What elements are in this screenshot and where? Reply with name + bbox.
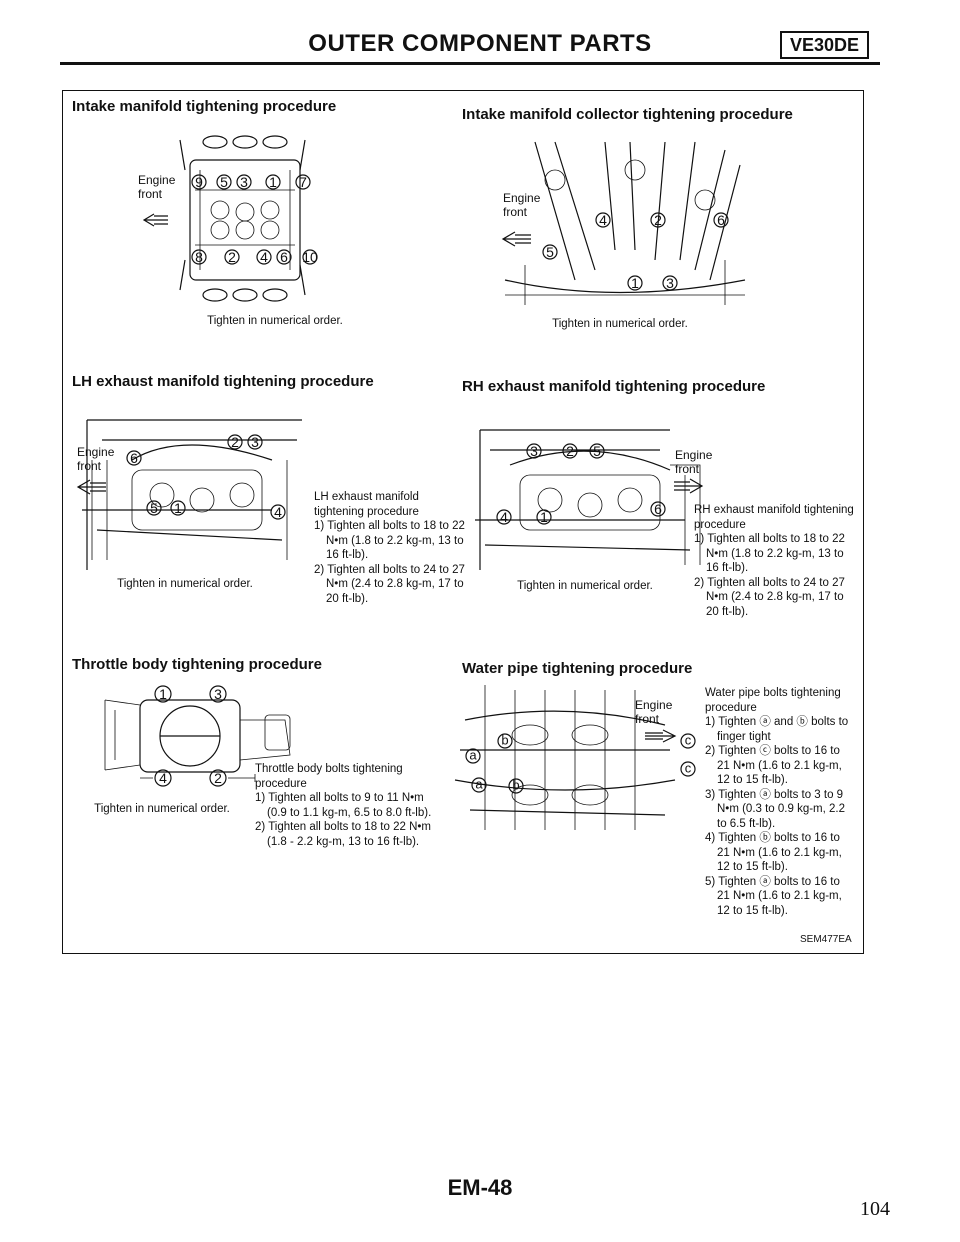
intake-bolt-10: 10 — [302, 249, 318, 265]
front-arrow-icon — [142, 213, 168, 227]
water-note-step: 3) Tighten ⓐ bolts to 3 to 9 N•m (0.3 to… — [705, 788, 846, 830]
throttle-note-step: 2) Tighten all bolts to 18 to 22 N•m (1.… — [255, 821, 431, 848]
lh-note-step: 2) Tighten all bolts to 24 to 27 N•m (2.… — [314, 563, 465, 605]
lh-bolt-5: 5 — [150, 500, 158, 516]
lh-diagram: 6 2 3 5 1 4 Engine front — [76, 419, 302, 570]
water-note-heading: Water pipe bolts tightening procedure — [705, 687, 841, 714]
collector-bolt-4: 4 — [599, 212, 607, 228]
throttle-caption: Tighten in numerical order. — [94, 803, 230, 815]
water-bolt-a: a — [475, 777, 483, 792]
front-arrow-icon — [76, 479, 106, 495]
rh-bolt-5: 5 — [593, 443, 601, 459]
lh-engine-label: Engine — [77, 445, 115, 459]
intake-bolt-9: 9 — [195, 174, 203, 190]
collector-caption: Tighten in numerical order. — [552, 318, 688, 330]
throttle-note-heading: Throttle body bolts tightening procedure — [255, 763, 403, 790]
lh-front-label: front — [77, 459, 102, 473]
water-bolt-b: b — [501, 733, 508, 748]
intake-bolt-6: 6 — [280, 249, 288, 265]
collector-bolt-5: 5 — [546, 244, 554, 260]
lh-note-heading: LH exhaust manifold tightening procedure — [314, 491, 419, 518]
model-badge: VE30DE — [780, 31, 870, 59]
water-bolt-c: c — [685, 733, 692, 748]
front-arrow-icon — [645, 729, 677, 743]
water-note-step: 1) Tighten ⓐ and ⓑ bolts to finger tight — [705, 716, 849, 743]
lh-note-step: 1) Tighten all bolts to 18 to 22 N•m (1.… — [314, 520, 465, 561]
rh-bolt-2: 2 — [566, 443, 574, 459]
rh-note-heading: RH exhaust manifold tightening procedure — [694, 504, 854, 531]
rh-bolt-4: 4 — [500, 509, 508, 525]
collector-engine-label: Engine — [503, 191, 541, 205]
rh-note: RH exhaust manifold tightening procedure… — [694, 503, 854, 619]
water-bolt-a: a — [469, 748, 477, 763]
lh-bolt-3: 3 — [251, 434, 259, 450]
lh-bolt-2: 2 — [231, 434, 239, 450]
throttle-bolt-2: 2 — [214, 770, 222, 786]
rh-bolt-1: 1 — [540, 509, 548, 525]
rh-front-label: front — [675, 462, 700, 476]
intake-front-label: front — [138, 187, 163, 201]
water-note: Water pipe bolts tightening procedure 1)… — [705, 686, 855, 918]
figure-frame — [62, 90, 864, 954]
intake-title: Intake manifold tightening procedure — [72, 98, 337, 115]
rh-caption: Tighten in numerical order. — [517, 580, 653, 592]
collector-front-label: front — [503, 205, 528, 219]
water-title: Water pipe tightening procedure — [462, 660, 693, 677]
collector-diagram: 4 2 6 5 1 3 Engine front — [501, 141, 746, 305]
intake-caption: Tighten in numerical order. — [207, 315, 343, 327]
figure-code: SEM477EA — [800, 934, 852, 945]
front-arrow-icon — [501, 231, 531, 247]
rh-bolt-6: 6 — [654, 501, 662, 517]
intake-bolt-3: 3 — [240, 174, 248, 190]
intake-diagram: 9 5 3 1 7 8 2 4 6 10 Engine front — [138, 135, 318, 302]
front-arrow-icon — [674, 478, 704, 494]
lh-title: LH exhaust manifold tightening procedure — [72, 373, 374, 390]
rh-bolt-3: 3 — [530, 443, 538, 459]
collector-bolt-6: 6 — [717, 212, 725, 228]
throttle-note-step: 1) Tighten all bolts to 9 to 11 N•m (0.9… — [255, 792, 432, 819]
header-rule — [60, 62, 880, 65]
rh-engine-label: Engine — [675, 448, 713, 462]
collector-bolt-3: 3 — [666, 275, 674, 291]
water-bolt-c: c — [685, 761, 692, 776]
collector-bolt-1: 1 — [631, 275, 639, 291]
water-note-step: 4) Tighten ⓑ bolts to 16 to 21 N•m (1.6 … — [705, 832, 842, 873]
throttle-title: Throttle body tightening procedure — [72, 656, 322, 673]
water-diagram: b a a b c c Engine front — [454, 685, 696, 830]
intake-bolt-2: 2 — [228, 249, 236, 265]
collector-title: Intake manifold collector tightening pro… — [462, 106, 793, 123]
intake-bolt-8: 8 — [195, 249, 203, 265]
page-title: OUTER COMPONENT PARTS — [308, 30, 652, 57]
throttle-bolt-3: 3 — [214, 686, 222, 702]
lh-caption: Tighten in numerical order. — [117, 578, 253, 590]
page-code: EM-48 — [447, 1175, 513, 1200]
water-note-step: 5) Tighten ⓐ bolts to 16 to 21 N•m (1.6 … — [705, 875, 842, 917]
intake-bolt-7: 7 — [299, 174, 307, 190]
rh-note-step: 1) Tighten all bolts to 18 to 22 N•m (1.… — [694, 533, 845, 574]
water-bolt-b: b — [512, 778, 519, 793]
lh-bolt-4: 4 — [274, 504, 282, 520]
water-front-label: front — [635, 712, 660, 726]
intake-engine-label: Engine — [138, 173, 176, 187]
rh-note-step: 2) Tighten all bolts to 24 to 27 N•m (2.… — [694, 576, 845, 618]
lh-note: LH exhaust manifold tightening procedure… — [314, 490, 469, 606]
throttle-note: Throttle body bolts tightening procedure… — [255, 762, 435, 849]
intake-bolt-5: 5 — [220, 174, 228, 190]
throttle-bolt-1: 1 — [159, 686, 167, 702]
rh-title: RH exhaust manifold tightening procedure — [462, 378, 766, 395]
rh-diagram: 3 2 5 4 1 6 Engine front — [475, 429, 713, 570]
collector-bolt-2: 2 — [654, 212, 662, 228]
throttle-diagram: 1 3 4 2 — [104, 685, 291, 787]
water-engine-label: Engine — [635, 698, 673, 712]
water-note-step: 2) Tighten ⓒ bolts to 16 to 21 N•m (1.6 … — [705, 745, 842, 786]
lh-bolt-6: 6 — [130, 450, 138, 466]
throttle-bolt-4: 4 — [159, 770, 167, 786]
lh-bolt-1: 1 — [174, 500, 182, 516]
intake-bolt-1: 1 — [269, 174, 277, 190]
page-number: 104 — [860, 1198, 890, 1220]
intake-bolt-4: 4 — [260, 249, 268, 265]
